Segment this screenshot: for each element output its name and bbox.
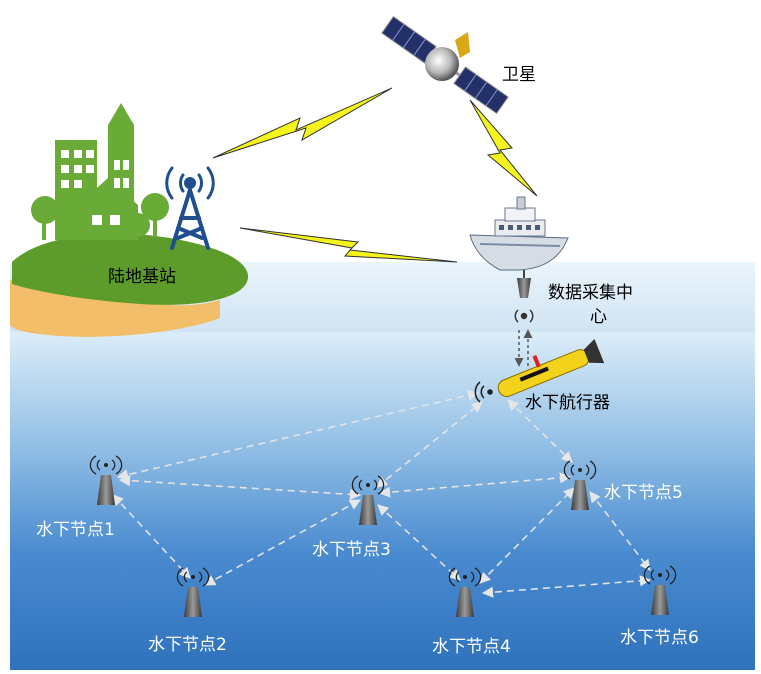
link-node1-node3 xyxy=(118,475,362,500)
land-station-label: 陆地基站 xyxy=(108,267,176,287)
node-label-6: 水下节点6 xyxy=(620,628,699,648)
underwater-node-icon xyxy=(176,567,210,617)
link-node3-auv xyxy=(376,401,483,488)
node-label-3: 水下节点3 xyxy=(312,540,391,560)
satellite-label: 卫星 xyxy=(502,65,536,85)
underwater-node-icon xyxy=(563,460,597,510)
link-node4-node5 xyxy=(479,487,575,584)
link-node3-node5 xyxy=(378,472,572,498)
underwater-nodes xyxy=(89,455,677,617)
node-label-4: 水下节点4 xyxy=(432,637,511,657)
link-node1-node2 xyxy=(112,494,191,579)
ship-icon xyxy=(469,196,569,298)
data-center-label-line1: 数据采集中 xyxy=(548,283,633,303)
link-ship-auv xyxy=(514,329,533,367)
underwater-node-icon xyxy=(448,567,482,617)
auv-icon xyxy=(474,338,605,403)
satellite-icon xyxy=(381,15,509,115)
signal-icon xyxy=(514,309,534,323)
building-windows xyxy=(61,150,129,225)
data-center-label-line2: 心 xyxy=(590,307,607,327)
node-label-5: 水下节点5 xyxy=(604,483,683,503)
radio-tower-icon xyxy=(165,166,215,250)
link-node1-auv xyxy=(116,389,480,481)
link-node5-node6 xyxy=(589,491,651,571)
node-label-2: 水下节点2 xyxy=(148,635,227,655)
node-label-1: 水下节点1 xyxy=(36,520,115,540)
underwater-node-icon xyxy=(643,565,677,615)
network-links xyxy=(112,389,652,598)
underwater-node-icon xyxy=(351,475,385,525)
lightning-icon xyxy=(212,87,538,263)
underwater-node-icon xyxy=(89,455,123,505)
island xyxy=(10,233,249,337)
link-node3-node4 xyxy=(377,504,461,581)
auv-label: 水下航行器 xyxy=(525,393,610,413)
link-node2-node3 xyxy=(204,499,361,586)
link-auv-node5 xyxy=(507,399,573,463)
link-node4-node6 xyxy=(481,575,652,598)
